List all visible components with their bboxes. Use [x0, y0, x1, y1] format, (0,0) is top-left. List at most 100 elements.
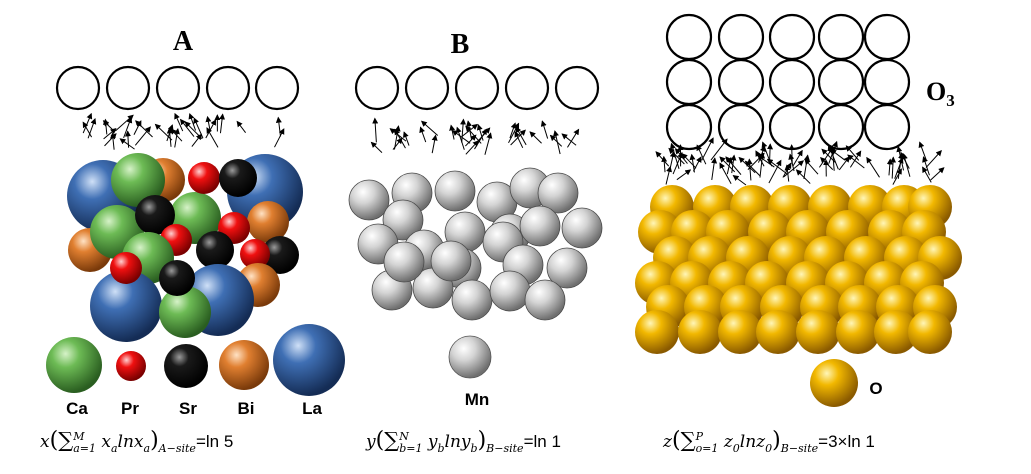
- b-site-sphere-pile: [348, 167, 603, 321]
- legend-la-sphere: [273, 324, 345, 396]
- mn-sphere: [382, 199, 424, 241]
- arrow: [174, 112, 184, 132]
- arrow: [206, 127, 219, 148]
- arrow: [830, 149, 846, 161]
- cation-sphere: [196, 231, 234, 269]
- arrow: [804, 158, 819, 175]
- cation-sphere: [159, 260, 195, 296]
- mn-sphere: [430, 240, 472, 282]
- b-site-arrows: [370, 117, 580, 155]
- formula-b-term2: y: [460, 432, 471, 452]
- legend-pr-sphere: [116, 351, 146, 381]
- arrow: [795, 169, 811, 184]
- arrow: [922, 166, 932, 183]
- arrow: [515, 126, 527, 146]
- arrow: [103, 128, 117, 140]
- arrow: [133, 120, 142, 135]
- o-sphere: [908, 310, 952, 354]
- arrow: [767, 143, 774, 163]
- panel-o-title: O3: [926, 77, 955, 110]
- arrow: [567, 128, 580, 148]
- legend-sr-sphere: [164, 344, 208, 388]
- mn-sphere: [561, 207, 603, 249]
- o-site-sphere-pile: [635, 185, 962, 354]
- formula-o-site: z(∑Po=1 z0lnz0)B−site=3×ln 1: [663, 428, 875, 455]
- arrow: [894, 157, 904, 179]
- arrow: [465, 134, 477, 147]
- o3-subscript: 3: [946, 91, 955, 110]
- o-site-circle: [717, 13, 765, 61]
- arrow: [711, 157, 718, 180]
- cation-sphere: [188, 162, 220, 194]
- formula-a-term2: x: [133, 432, 144, 452]
- arrow: [925, 149, 942, 168]
- arrow: [696, 144, 707, 165]
- arrow: [886, 158, 893, 176]
- o-sphere: [796, 310, 840, 354]
- arrow: [455, 126, 465, 150]
- o-sphere: [874, 310, 918, 354]
- o-site-circle: [817, 13, 865, 61]
- arrow: [449, 124, 456, 140]
- formula-b-site: y(∑Nb=1 yblnyb)B−site=ln 1: [366, 428, 561, 455]
- mn-sphere: [537, 172, 579, 214]
- formula-o-term: z: [723, 432, 733, 452]
- arrow: [788, 153, 795, 172]
- a-site-circle: [55, 65, 101, 111]
- cation-sphere: [247, 201, 289, 243]
- o-site-circles: [665, 13, 911, 151]
- formula-b-term: y: [427, 432, 438, 452]
- arrow: [866, 156, 880, 178]
- formula-o-sum-bottom: o=1: [695, 442, 719, 455]
- o-site-circle: [768, 13, 816, 61]
- arrow: [476, 124, 484, 141]
- mn-sphere: [451, 279, 493, 321]
- arrow: [897, 152, 905, 179]
- arrow: [420, 120, 439, 136]
- b-site-circle: [554, 65, 600, 111]
- arrow: [782, 162, 792, 178]
- arrow: [119, 138, 135, 150]
- o-site-arrows: [655, 137, 945, 186]
- a-site-legend: Ca Pr Sr Bi La: [46, 324, 345, 418]
- formula-o-sum-top: P: [695, 430, 703, 443]
- arrow: [134, 126, 151, 146]
- arrow: [759, 152, 766, 178]
- arrow: [918, 141, 927, 161]
- arrow: [668, 147, 685, 165]
- arrow: [820, 157, 834, 170]
- legend-mn-label: Mn: [465, 390, 490, 409]
- legend-o-label: O: [869, 379, 882, 398]
- arrow: [661, 155, 668, 173]
- arrow: [460, 118, 467, 143]
- arrow: [465, 125, 482, 144]
- arrow: [179, 118, 195, 137]
- formula-o-prefix: z: [663, 432, 672, 452]
- arrow: [758, 145, 766, 163]
- arrow: [922, 156, 930, 176]
- cation-sphere: [159, 286, 211, 338]
- formula-b-sum-top: N: [399, 430, 409, 443]
- arrow: [219, 113, 226, 134]
- arrow: [738, 156, 756, 174]
- o-site-circle: [863, 103, 911, 151]
- formula-b-term-sub: b: [437, 442, 445, 455]
- formula-o-term-sub: 0: [732, 442, 740, 455]
- arrow: [553, 130, 561, 155]
- arrow: [102, 118, 109, 135]
- arrow: [370, 141, 383, 153]
- b-site-legend: Mn: [448, 335, 492, 409]
- arrow: [902, 153, 911, 177]
- arrow: [451, 130, 471, 144]
- formula-o-term2-sub: 0: [765, 442, 773, 455]
- arrow: [115, 114, 134, 132]
- arrow: [890, 156, 897, 179]
- o-site-circle: [768, 58, 816, 106]
- arrow: [692, 156, 702, 172]
- o-sphere: [678, 310, 722, 354]
- cation-sphere: [219, 159, 257, 197]
- legend-ca-label: Ca: [66, 399, 88, 418]
- arrow: [672, 151, 683, 175]
- arrow: [766, 158, 788, 175]
